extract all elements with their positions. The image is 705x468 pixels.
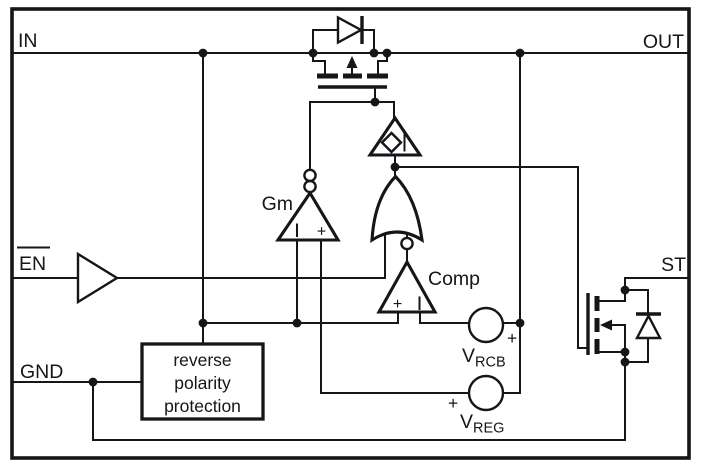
junction-dot <box>198 48 208 58</box>
comparator: + <box>376 258 438 314</box>
gm-label: Gm <box>262 193 293 215</box>
comp-triangle-icon <box>376 258 438 314</box>
or-gate <box>370 174 424 251</box>
junction-dot <box>620 357 630 367</box>
vreg-label-v: V <box>460 411 473 433</box>
vrcb-source-circle-icon <box>467 306 505 344</box>
vrcb-label-sub: RCB <box>475 355 506 371</box>
vreg-label-sub: REG <box>473 421 504 437</box>
status-diode-cathode-wire <box>624 289 649 314</box>
status-body-arrow-icon <box>600 319 612 331</box>
gm-plus-to-vreg-wire <box>320 239 470 394</box>
wires <box>12 29 688 441</box>
pin-label-in: IN <box>18 30 38 52</box>
gate-driver <box>367 115 423 157</box>
comp-minus-to-vrcb-wire <box>419 311 470 324</box>
pin-label-gnd: GND <box>20 361 63 383</box>
pass-diode-anode-wire <box>312 29 339 54</box>
vrcb-plus-sign: + <box>507 328 517 348</box>
junction-dot <box>308 48 318 58</box>
pass-body-diode <box>336 15 364 45</box>
junction-dot <box>292 318 302 328</box>
or-gate-body-icon <box>370 174 424 244</box>
junction-dot <box>620 285 630 295</box>
gnd-rail-wire <box>92 381 626 441</box>
pass-diode-cathode-wire <box>361 29 375 54</box>
vreg-plus-sign: + <box>448 393 458 413</box>
pass-body-arrow-icon <box>346 56 358 68</box>
pin-label-st: ST <box>661 254 686 276</box>
diode-triangle-icon <box>336 15 364 45</box>
vrcb-source: + VRCB <box>462 306 517 371</box>
diode-triangle-icon <box>635 313 662 340</box>
junction-dot <box>198 318 208 328</box>
status-gate-drive-wire <box>394 166 588 349</box>
pin-labels: IN OUT EN GND ST Gm Comp <box>17 30 686 383</box>
driver-diamond-icon <box>380 131 403 154</box>
vreg-source-circle-icon <box>467 374 505 412</box>
pin-label-en: EN <box>19 253 46 275</box>
status-body-diode <box>635 312 662 340</box>
junction-dot <box>370 97 380 107</box>
reverse-polarity-line1: reverse <box>173 350 231 370</box>
status-diode-anode-wire <box>624 338 649 363</box>
reverse-polarity-line3: protection <box>164 396 241 416</box>
junction-dot <box>515 318 525 328</box>
en-to-or-gate-wire <box>116 231 386 279</box>
comp-label: Comp <box>428 268 480 290</box>
gm-amplifier: + <box>275 168 341 242</box>
junction-dot <box>515 48 525 58</box>
pin-label-out: OUT <box>643 31 684 53</box>
junction-dot <box>382 48 392 58</box>
reverse-polarity-box-border <box>140 342 265 421</box>
st-pin-wire <box>624 277 688 291</box>
gm-plus-mark: + <box>317 224 326 241</box>
gm-inversion-bubble-icon <box>303 179 317 194</box>
diagram-border <box>10 7 691 460</box>
vreg-source: + VREG <box>448 374 505 437</box>
junction-dot <box>620 347 630 357</box>
or-inverting-input-bubble-icon <box>400 236 414 251</box>
gm-triangle-icon <box>275 190 341 242</box>
reverse-polarity-box: reverse polarity protection <box>140 342 265 421</box>
comp-plus-mark: + <box>393 296 402 313</box>
junction-dot <box>369 48 379 58</box>
junction-dot <box>390 162 400 172</box>
vreg-label: VREG <box>460 411 504 437</box>
en-buffer <box>76 251 120 305</box>
reverse-polarity-line2: polarity <box>174 373 231 393</box>
in-to-comp-plus-wire <box>202 311 399 324</box>
gm-inversion-bubble-icon <box>303 168 317 183</box>
pass-mosfet <box>312 52 388 89</box>
junction-dot <box>88 377 98 387</box>
status-mosfet <box>586 293 612 355</box>
vrcb-label: VRCB <box>462 345 506 371</box>
junction-dots <box>88 48 630 387</box>
vrcb-label-v: V <box>462 345 475 367</box>
en-buffer-triangle-icon <box>76 251 120 305</box>
